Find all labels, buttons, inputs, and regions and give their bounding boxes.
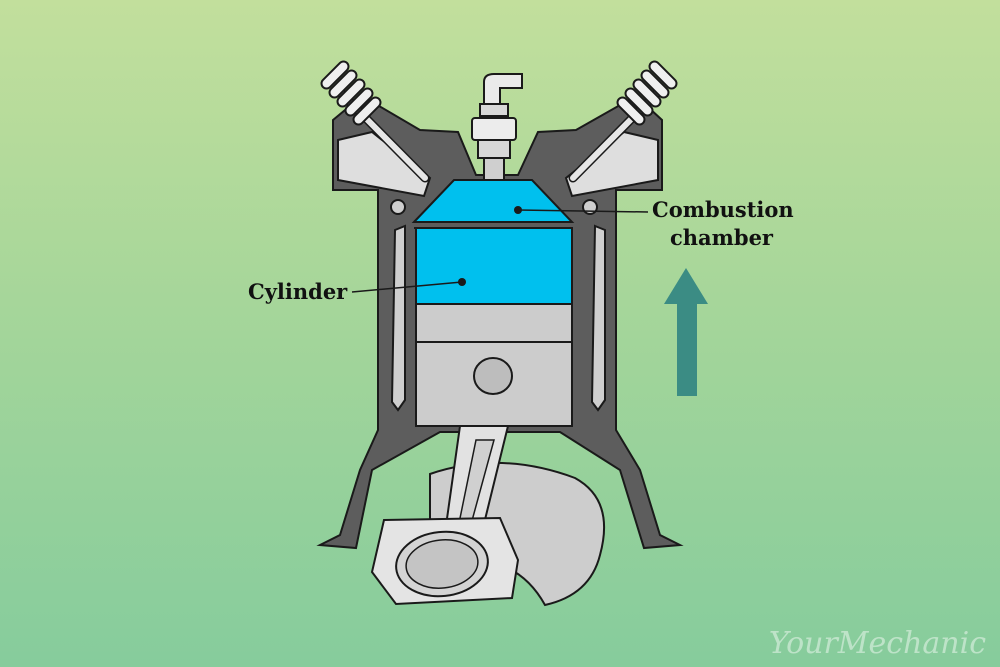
combustion-chamber-label-line2: chamber — [670, 225, 773, 250]
port-left — [337, 130, 432, 198]
combustion-chamber-label: Combustion chamber — [652, 196, 794, 252]
piston — [415, 303, 573, 427]
valve-spring-icon — [616, 60, 678, 126]
spark-plug-icon — [471, 73, 523, 181]
valve-spring-icon — [320, 60, 382, 126]
leader-lines — [351, 206, 649, 293]
watermark-logo: YourMechanic — [768, 626, 986, 661]
port-right — [564, 130, 659, 198]
piston-pin — [473, 357, 513, 395]
up-arrow-icon — [664, 268, 708, 396]
connecting-rod — [370, 425, 520, 606]
cylinder-label: Cylinder — [248, 279, 348, 304]
valve-left — [320, 60, 430, 183]
combustion-chamber-label-line1: Combustion — [652, 197, 794, 222]
valve-right — [568, 60, 678, 183]
cylinder — [415, 227, 573, 305]
